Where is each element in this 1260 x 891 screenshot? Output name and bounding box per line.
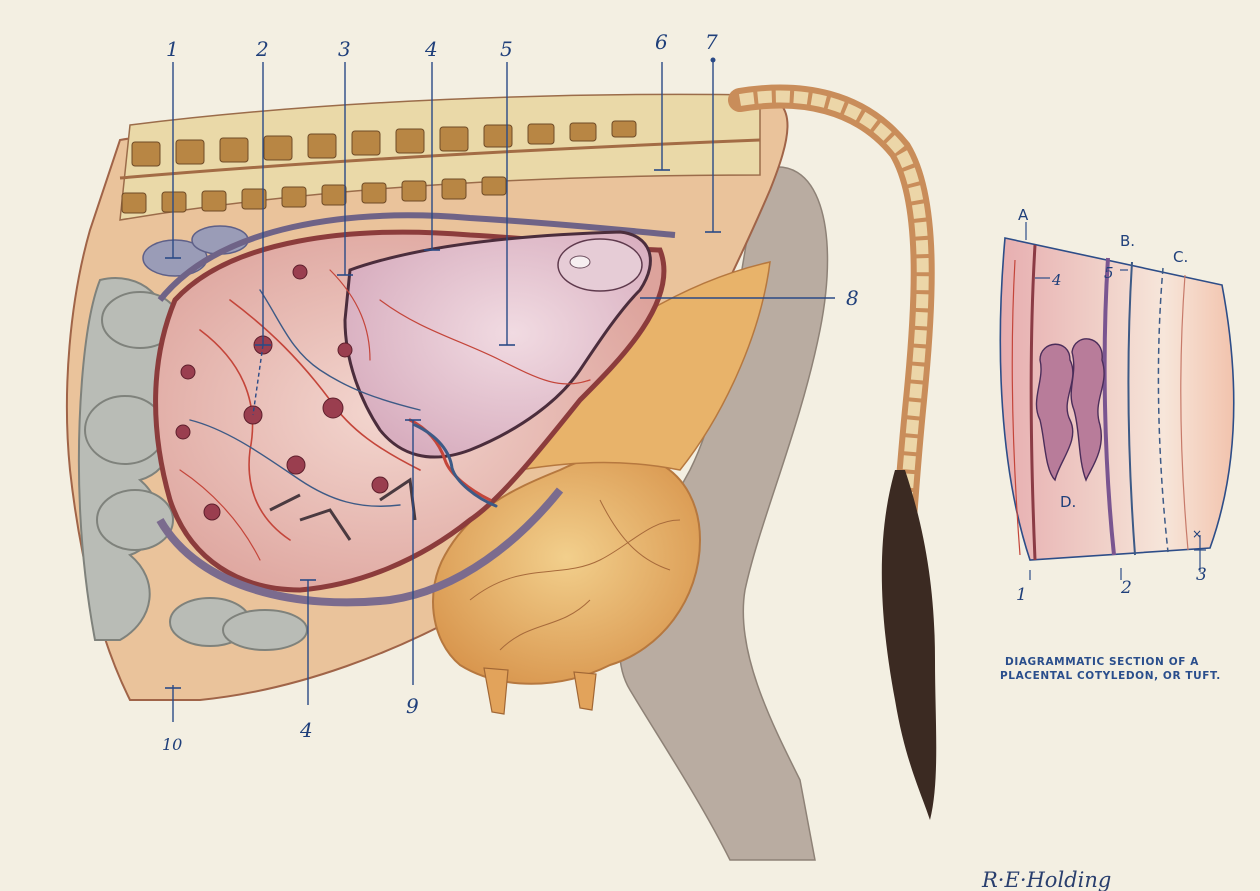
label-1: 1 bbox=[166, 37, 179, 61]
inset-num-5: 5 bbox=[1104, 264, 1114, 282]
teat-right bbox=[573, 671, 597, 711]
spine-band bbox=[119, 93, 761, 221]
label-10: 10 bbox=[162, 735, 182, 754]
leader-lines bbox=[165, 57, 835, 722]
fetus bbox=[343, 230, 652, 459]
label-5: 5 bbox=[500, 37, 513, 61]
inset-num-2: 2 bbox=[1120, 578, 1132, 598]
hind-leg bbox=[618, 166, 829, 861]
inset-caption-line-1: DIAGRAMMATIC SECTION OF A bbox=[1005, 656, 1199, 668]
artist-signature: R·E·Holding bbox=[981, 868, 1111, 891]
teat-left bbox=[483, 667, 509, 715]
inset-frame bbox=[999, 237, 1235, 561]
fetal-eye bbox=[569, 255, 591, 269]
label-2: 2 bbox=[255, 37, 269, 61]
udder-veins bbox=[469, 499, 681, 651]
label-7: 7 bbox=[705, 30, 718, 54]
inset-leaders bbox=[1025, 222, 1206, 580]
inset-letter-a: A bbox=[1018, 206, 1029, 224]
inset-layers bbox=[1011, 244, 1189, 561]
cotyledon-inset: A B. C. D. 4 5 1 2 3 × DIAGRAMMATIC SECT… bbox=[999, 206, 1235, 682]
cow-section-illustration: 1 2 3 4 5 6 7 8 9 4 10 bbox=[65, 30, 937, 861]
inset-x-mark: × bbox=[1192, 527, 1202, 541]
label-8: 8 bbox=[846, 286, 859, 310]
label-6: 6 bbox=[655, 30, 668, 54]
inset-num-1: 1 bbox=[1016, 585, 1027, 605]
inset-caption-line-2: PLACENTAL COTYLEDON, OR TUFT. bbox=[1000, 670, 1221, 682]
inset-num-4: 4 bbox=[1051, 271, 1062, 289]
label-4-bottom: 4 bbox=[299, 718, 313, 742]
inset-letter-c: C. bbox=[1173, 248, 1188, 266]
label-4-top: 4 bbox=[424, 37, 438, 61]
inset-letter-d: D. bbox=[1060, 493, 1076, 511]
cotyledons bbox=[175, 264, 389, 521]
tail-switch bbox=[881, 470, 937, 820]
inset-num-3: 3 bbox=[1196, 565, 1207, 585]
label-9: 9 bbox=[406, 694, 419, 718]
spinal-line bbox=[119, 138, 761, 180]
udder bbox=[432, 453, 702, 685]
label-3: 3 bbox=[338, 37, 351, 61]
vertebrae bbox=[121, 120, 637, 214]
fetal-head bbox=[557, 238, 643, 292]
inset-letter-b: B. bbox=[1120, 232, 1135, 250]
inset-villi bbox=[1035, 338, 1105, 482]
